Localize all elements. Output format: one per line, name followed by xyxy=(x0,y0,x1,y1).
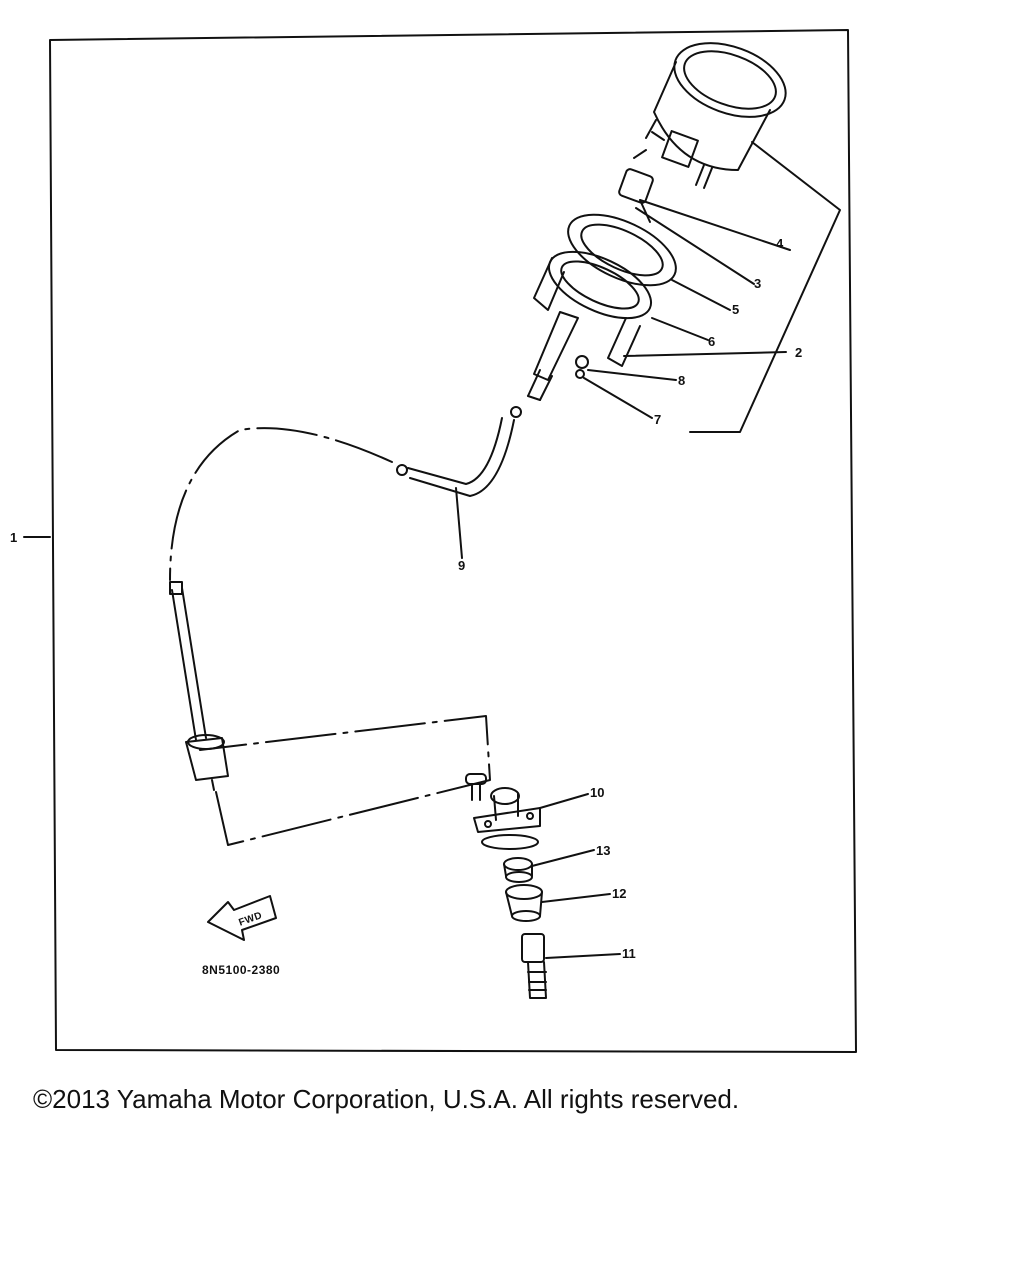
gear-housing xyxy=(473,787,541,833)
cable-boot xyxy=(396,406,522,497)
speedometer-gauge xyxy=(645,42,787,189)
grommet xyxy=(575,355,589,369)
callout-12: 12 xyxy=(612,886,626,901)
cable-upper-fitting xyxy=(527,311,579,401)
copyright-notice: ©2013 Yamaha Motor Corporation, U.S.A. A… xyxy=(33,1084,740,1114)
connection-line xyxy=(199,715,491,846)
callout-1: 1 xyxy=(10,530,17,545)
meter-bracket xyxy=(533,250,653,367)
cable-lower-shaft xyxy=(169,581,229,791)
callout-13: 13 xyxy=(596,843,610,858)
drive-gear-shaft xyxy=(521,933,547,999)
washer xyxy=(575,369,585,379)
fwd-arrow-icon xyxy=(207,895,277,941)
callout-9: 9 xyxy=(458,558,465,573)
callout-4: 4 xyxy=(776,236,784,251)
drawing-code: 8N5100-2380 xyxy=(202,963,280,977)
fwd-label: FWD xyxy=(237,910,264,929)
bushing xyxy=(503,857,533,883)
callout-8: 8 xyxy=(678,373,685,388)
callout-3: 3 xyxy=(754,276,761,291)
callout-6: 6 xyxy=(708,334,715,349)
callout-5: 5 xyxy=(732,302,739,317)
meter-cable xyxy=(169,427,393,581)
drive-bushing xyxy=(505,884,543,922)
gasket-ring xyxy=(567,213,677,287)
callout-11: 11 xyxy=(622,946,636,961)
diagram-frame xyxy=(49,29,857,1053)
callout-2: 2 xyxy=(795,345,802,360)
screw xyxy=(465,773,487,801)
callout-leaders xyxy=(455,141,841,959)
parts-diagram: 1 4 3 5 2 6 8 7 9 10 13 12 11 FWD 8N5100… xyxy=(10,29,857,1053)
callout-10: 10 xyxy=(590,785,604,800)
drive-gasket xyxy=(481,834,539,850)
bulb-socket xyxy=(618,149,654,223)
callout-7: 7 xyxy=(654,412,661,427)
